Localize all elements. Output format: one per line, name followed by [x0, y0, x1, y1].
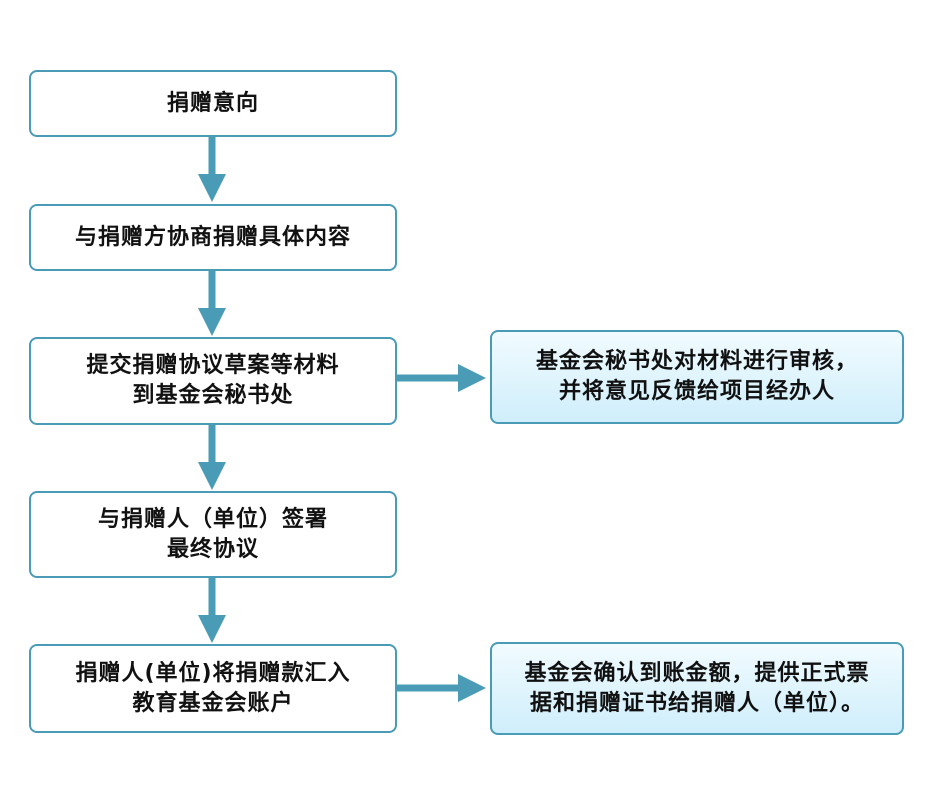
step-text-line-2: 教育基金会账户: [132, 690, 294, 716]
note-text-line-1: 基金会秘书处对材料进行审核，: [535, 349, 858, 374]
step-sign-agreement: 与捐赠人（单位）签署 最终协议: [29, 491, 397, 578]
step-donation-intent: 捐赠意向: [29, 70, 397, 137]
note-confirm-receipt: 基金会确认到账金额，提供正式票 据和捐赠证书给捐赠人（单位）。: [490, 642, 904, 735]
step-submit-materials: 提交捐赠协议草案等材料 到基金会秘书处: [29, 337, 397, 425]
step-transfer-funds: 捐赠人(单位)将捐赠款汇入 教育基金会账户: [29, 644, 397, 733]
step-text: 捐赠意向: [166, 90, 259, 116]
step-text-line-1: 与捐赠人（单位）签署: [97, 506, 328, 532]
step-text-line-2: 最终协议: [166, 536, 259, 562]
step-negotiate-content: 与捐赠方协商捐赠具体内容: [29, 204, 397, 271]
note-review-feedback: 基金会秘书处对材料进行审核， 并将意见反馈给项目经办人: [490, 330, 904, 424]
step-text-line-2: 到基金会秘书处: [132, 383, 294, 408]
step-text: 与捐赠方协商捐赠具体内容: [74, 224, 351, 250]
note-text-line-2: 据和捐赠证书给捐赠人（单位）。: [529, 690, 864, 716]
step-text-line-1: 提交捐赠协议草案等材料: [86, 353, 340, 378]
note-text-line-1: 基金会确认到账金额，提供正式票: [524, 660, 870, 686]
step-text-line-1: 捐赠人(单位)将捐赠款汇入: [75, 660, 351, 686]
note-text-line-2: 并将意见反馈给项目经办人: [558, 379, 835, 404]
